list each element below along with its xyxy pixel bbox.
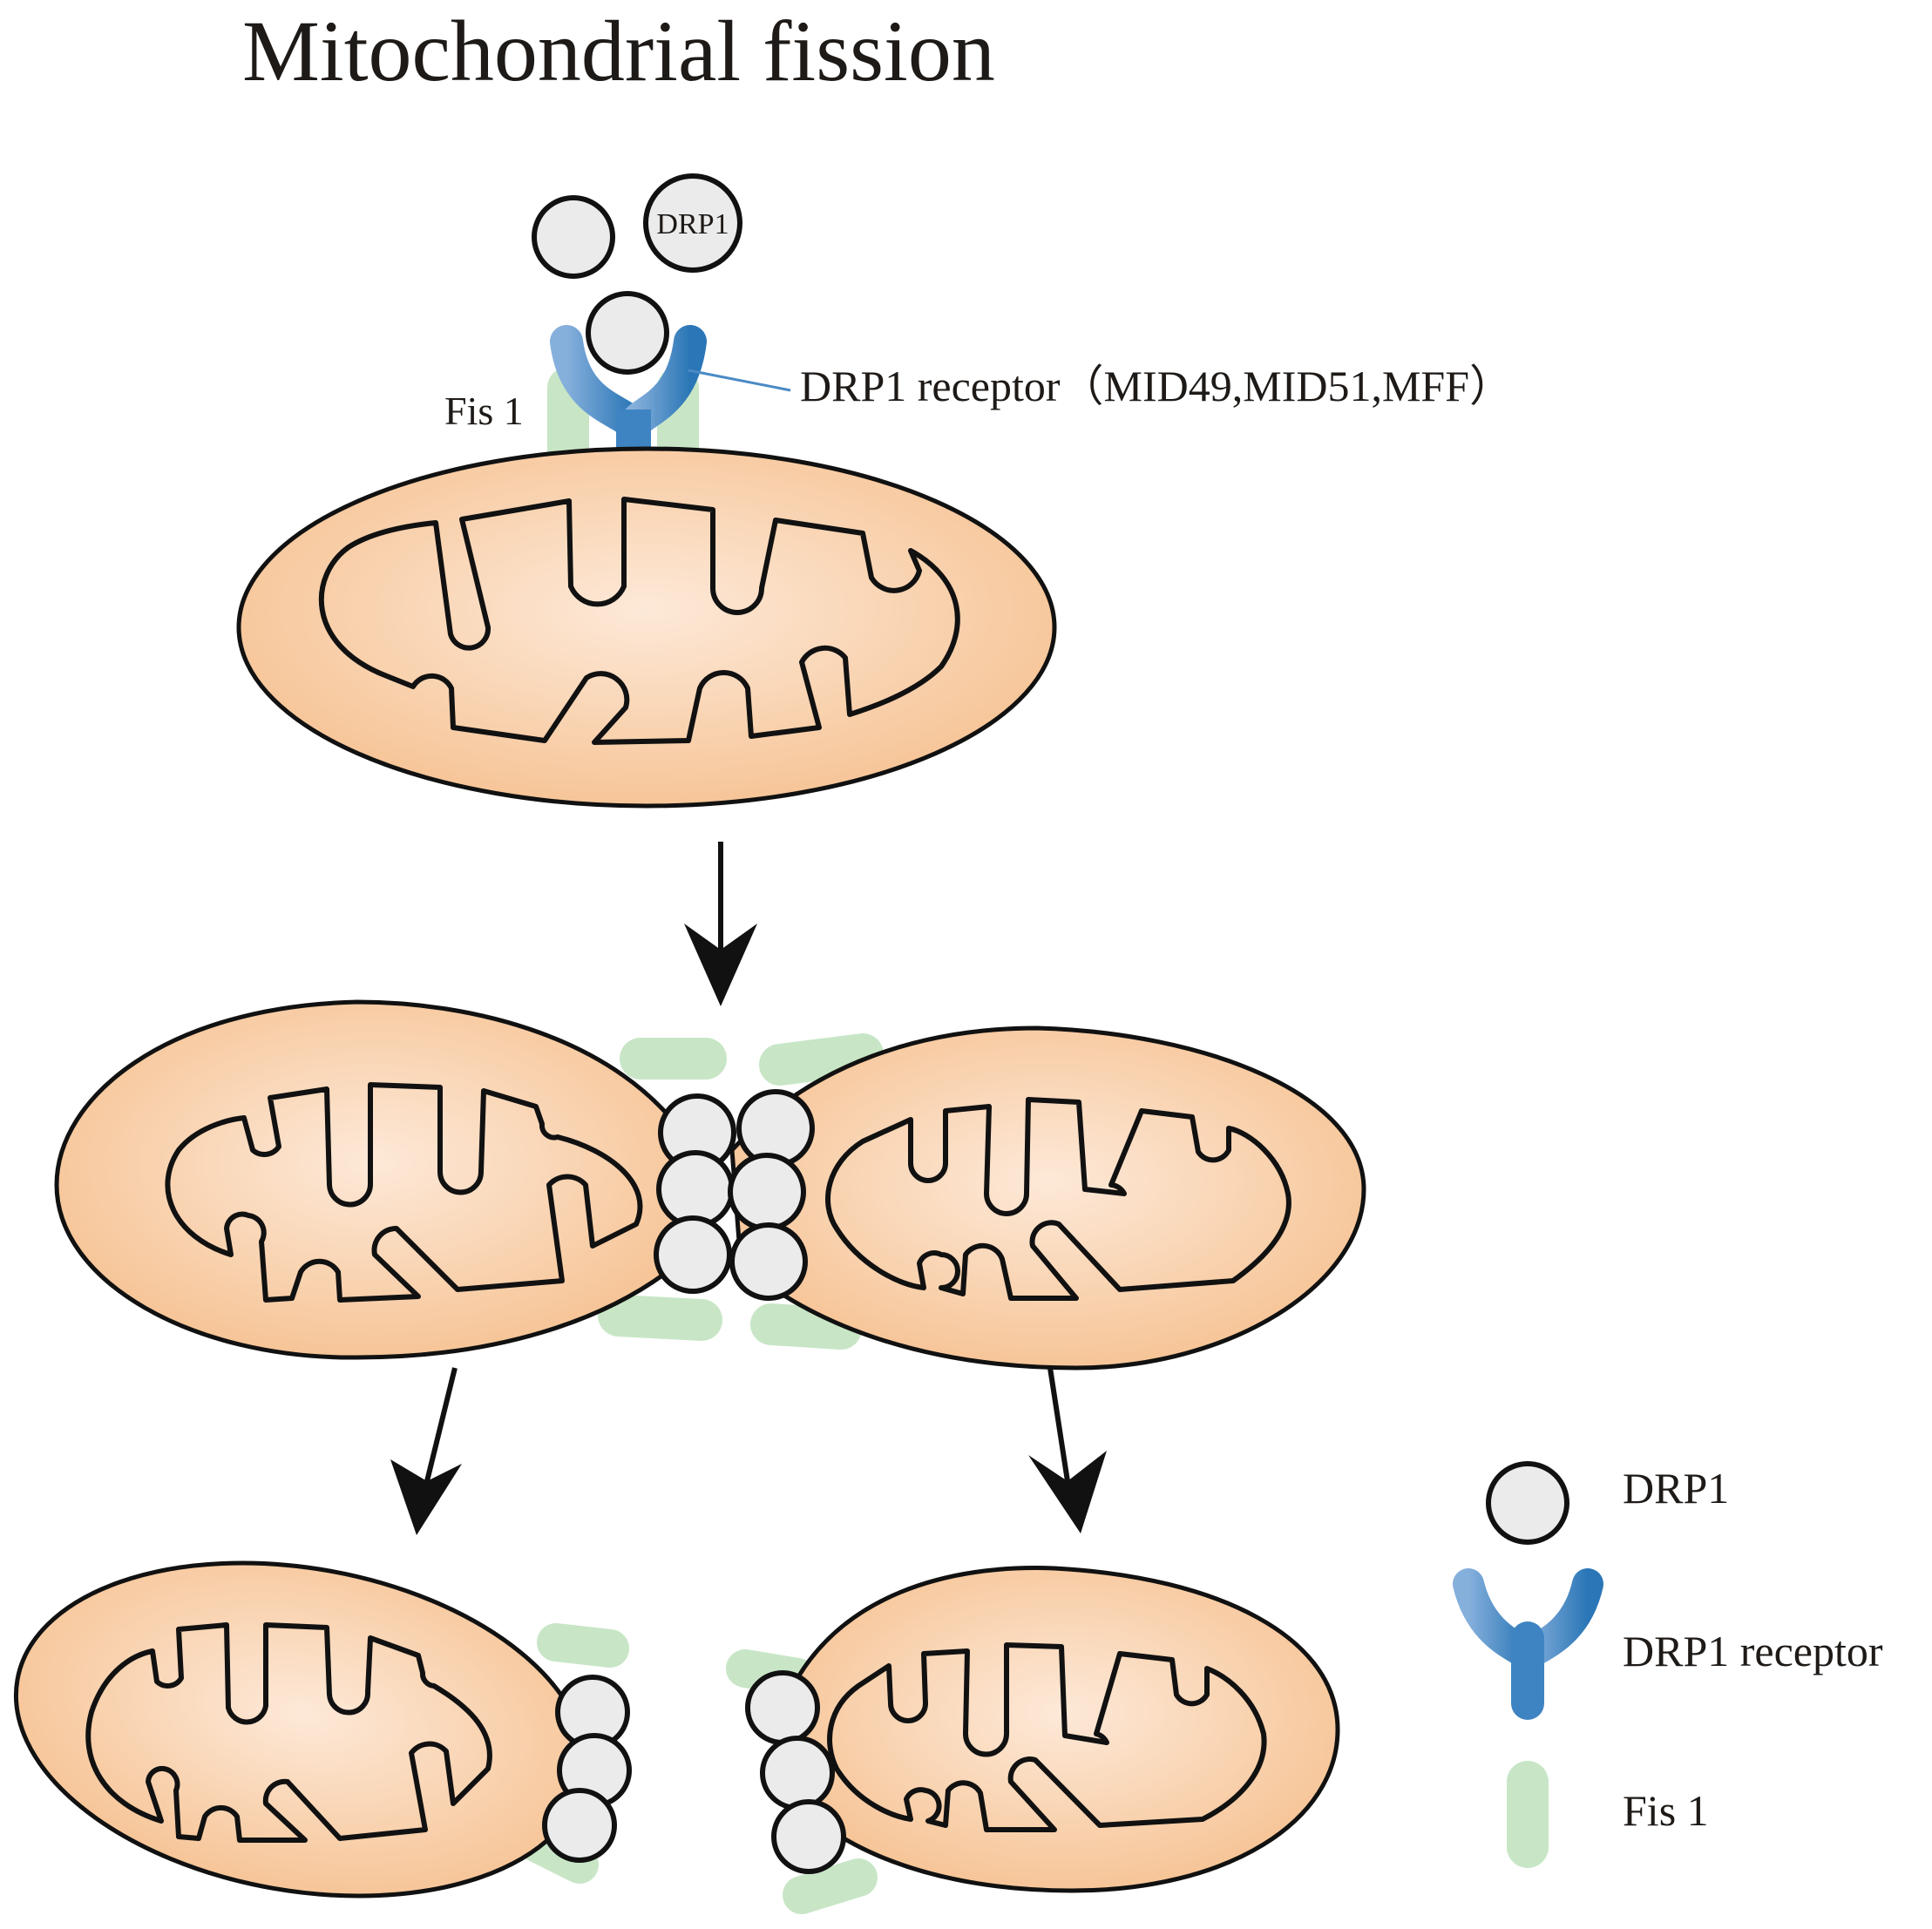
- daughter-mitochondrion-left: [13, 1560, 632, 1899]
- daughter-mitochondrion-right: [726, 1566, 1340, 1914]
- drp1-circle: [771, 1799, 846, 1874]
- inner-membrane-right: [825, 1097, 1291, 1301]
- fis1-icon: [537, 1623, 629, 1668]
- inner-membrane: [827, 1642, 1267, 1832]
- drp1-receptor-icon: [1453, 1568, 1603, 1720]
- drp1-circle: [532, 195, 615, 279]
- legend-item-drp1-receptor: DRP1 receptor: [1453, 1568, 1883, 1720]
- drp1-circle: [643, 173, 742, 273]
- fis1-label: Fis 1: [444, 389, 524, 433]
- drp1-circle: [728, 1153, 806, 1231]
- legend-item-fis1: Fis 1: [1507, 1761, 1709, 1868]
- drp1-circle: [760, 1736, 835, 1811]
- legend-label-drp1-receptor: DRP1 receptor: [1623, 1627, 1883, 1675]
- drp1-circle: [729, 1222, 808, 1301]
- left-down-arrow: [390, 1367, 462, 1535]
- drp1-circle: [586, 291, 669, 375]
- inner-membrane: [85, 1622, 492, 1843]
- inner-membrane: [318, 497, 960, 745]
- legend-label-fis1: Fis 1: [1623, 1786, 1709, 1835]
- drp1-circle-label: DRP1: [656, 208, 729, 240]
- fis1-icon: [783, 1858, 878, 1914]
- drp1-circle: [745, 1670, 820, 1745]
- drp1-receptor-callout: DRP1 receptor（MID49,MID51,MFF）: [800, 362, 1513, 410]
- drp1-circle: [654, 1215, 732, 1294]
- drp1-receptor: [550, 325, 707, 453]
- right-down-arrow: [1028, 1367, 1107, 1533]
- outer-membrane: [782, 1566, 1340, 1893]
- fis1-icon: [750, 1303, 862, 1350]
- receptor-callout-line: [688, 369, 791, 392]
- top-mitochondrion: [236, 325, 1057, 809]
- down-arrow: [684, 842, 757, 1006]
- inner-membrane-left: [165, 1082, 643, 1303]
- dividing-mitochondrion: [54, 999, 1366, 1371]
- legend: DRP1 DRP1 receptor Fis 1: [1453, 1461, 1883, 1868]
- drp1-circle: [656, 1150, 735, 1228]
- fis1-icon: [598, 1295, 722, 1341]
- legend-item-drp1: DRP1: [1486, 1461, 1729, 1545]
- legend-label-drp1: DRP1: [1623, 1464, 1729, 1513]
- outer-membrane: [13, 1560, 588, 1899]
- drp1-circle-icon: [1486, 1461, 1569, 1545]
- drp1-circle: [542, 1788, 617, 1863]
- diagram-title: Mitochondrial fission: [242, 3, 995, 99]
- fis1-icon: [759, 1033, 884, 1086]
